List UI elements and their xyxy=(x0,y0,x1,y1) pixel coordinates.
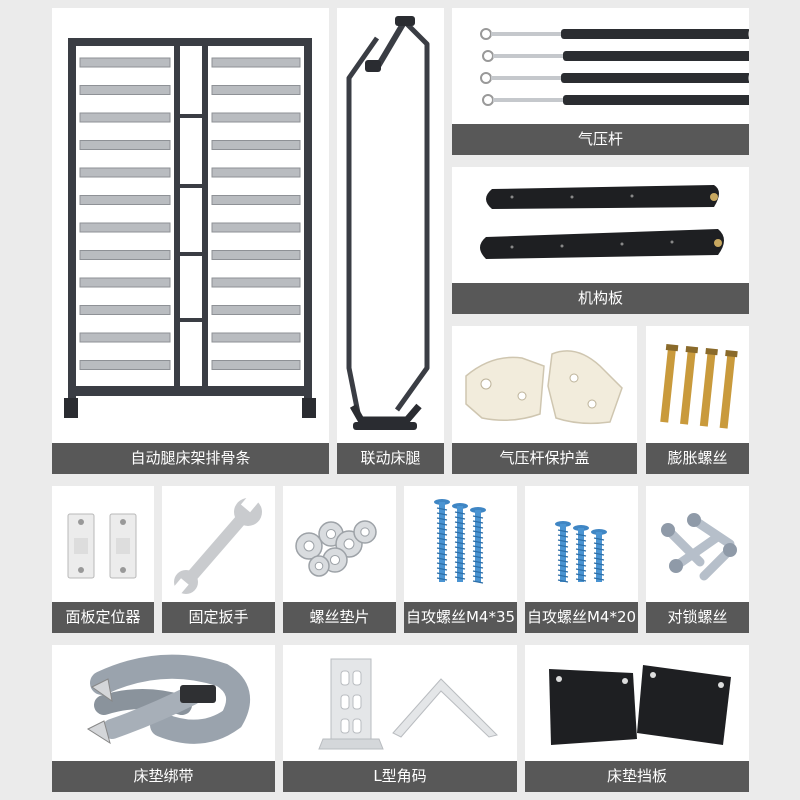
item-label: 床垫绑带 xyxy=(52,761,275,792)
lock-bolt-icon xyxy=(661,513,737,581)
item-screw-20: 自攻螺丝M4*20 xyxy=(525,486,638,633)
item-bed-frame: 自动腿床架排骨条 xyxy=(52,8,329,474)
item-mattress-stopper: 床垫挡板 xyxy=(525,645,749,792)
linked-bed-leg-icon xyxy=(346,16,430,430)
panel-locator-icon xyxy=(67,513,137,579)
item-label: 固定扳手 xyxy=(162,602,275,633)
item-washer: 螺丝垫片 xyxy=(283,486,396,633)
item-label: L型角码 xyxy=(283,761,517,792)
item-label: 自动腿床架排骨条 xyxy=(52,443,329,474)
item-label: 联动床腿 xyxy=(337,443,444,474)
washer-icon xyxy=(295,520,377,577)
item-linked-leg: 联动床腿 xyxy=(337,8,444,474)
item-label: 对锁螺丝 xyxy=(646,602,749,633)
item-panel-locator: 面板定位器 xyxy=(52,486,154,633)
item-l-bracket: L型角码 xyxy=(283,645,517,792)
item-wrench: 固定扳手 xyxy=(162,486,275,633)
item-expansion-bolt: 膨胀螺丝 xyxy=(646,326,749,474)
item-screw-35: 自攻螺丝M4*35 xyxy=(404,486,517,633)
item-label: 床垫挡板 xyxy=(525,761,749,792)
item-strut-cover: 气压杆保护盖 xyxy=(452,326,637,474)
item-gas-strut: 气压杆 xyxy=(452,8,749,155)
self-tapping-screw-icon xyxy=(555,521,607,583)
item-label: 膨胀螺丝 xyxy=(646,443,749,474)
gas-strut-cover-icon xyxy=(465,350,623,425)
item-mechanism-plate: 机构板 xyxy=(452,167,749,314)
item-mattress-strap: 床垫绑带 xyxy=(52,645,275,792)
item-label: 气压杆 xyxy=(452,124,749,155)
item-label: 气压杆保护盖 xyxy=(452,443,637,474)
self-tapping-screw-icon xyxy=(434,499,486,584)
item-label: 自攻螺丝M4*20 xyxy=(525,602,638,633)
item-label: 面板定位器 xyxy=(52,602,154,633)
wrench-icon xyxy=(173,493,262,594)
item-label: 机构板 xyxy=(452,283,749,314)
bed-frame-slats-icon xyxy=(64,38,316,418)
mechanism-plate-icon xyxy=(480,185,724,259)
gas-strut-icon xyxy=(480,28,749,106)
mattress-strap-icon xyxy=(86,654,251,745)
expansion-bolt-icon xyxy=(660,344,738,429)
l-bracket-icon xyxy=(318,658,498,750)
item-label: 自攻螺丝M4*35 xyxy=(404,602,517,633)
mattress-stopper-icon xyxy=(549,665,731,745)
item-label: 螺丝垫片 xyxy=(283,602,396,633)
item-lock-bolt: 对锁螺丝 xyxy=(646,486,749,633)
